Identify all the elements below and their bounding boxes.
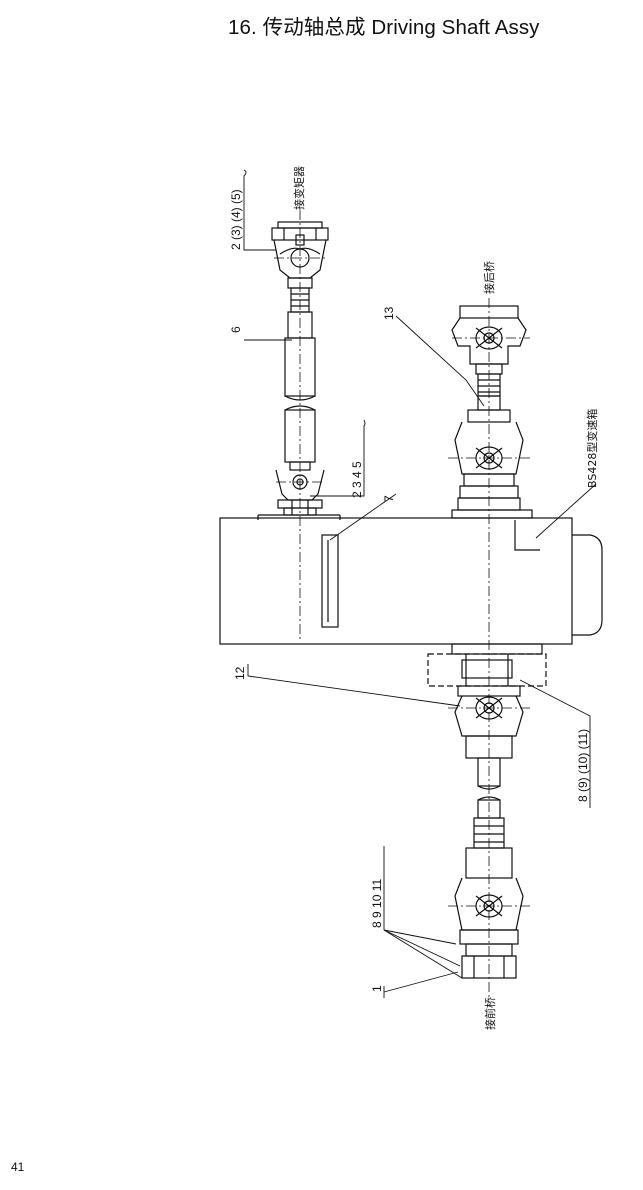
center-lines bbox=[274, 210, 530, 1000]
label-part-12: 12 bbox=[233, 666, 247, 680]
label-part-6: 6 bbox=[229, 326, 243, 333]
label-group-2-3-4-5: 2 3 4 5 bbox=[350, 461, 364, 498]
label-to-torque-converter: 接变矩器 bbox=[292, 166, 306, 210]
label-group-8-9-10-11-right: 8 (9) (10) (11) bbox=[576, 729, 590, 802]
label-group-8-9-10-11: 8 9 10 11 bbox=[370, 879, 384, 928]
page-number: 41 bbox=[11, 1160, 25, 1174]
gearbox-body bbox=[219, 509, 603, 687]
page-title: 16. 传动轴总成 Driving Shaft Assy bbox=[228, 16, 540, 39]
label-to-front-axle: 接前桥 bbox=[483, 997, 497, 1030]
label-part-13: 13 bbox=[382, 306, 396, 320]
labels: 2 (3) (4) (5) 接变矩器 6 2 3 4 5 7 13 接后桥 BS… bbox=[229, 166, 599, 1030]
label-part-7: 7 bbox=[382, 495, 396, 502]
leader-lines bbox=[243, 169, 597, 998]
label-part-1: 1 bbox=[370, 985, 384, 992]
label-to-rear-axle: 接后桥 bbox=[483, 261, 496, 294]
label-group-2-3-4-5-top: 2 (3) (4) (5) bbox=[229, 189, 243, 250]
label-gearbox: BS428型变速箱 bbox=[585, 409, 599, 488]
